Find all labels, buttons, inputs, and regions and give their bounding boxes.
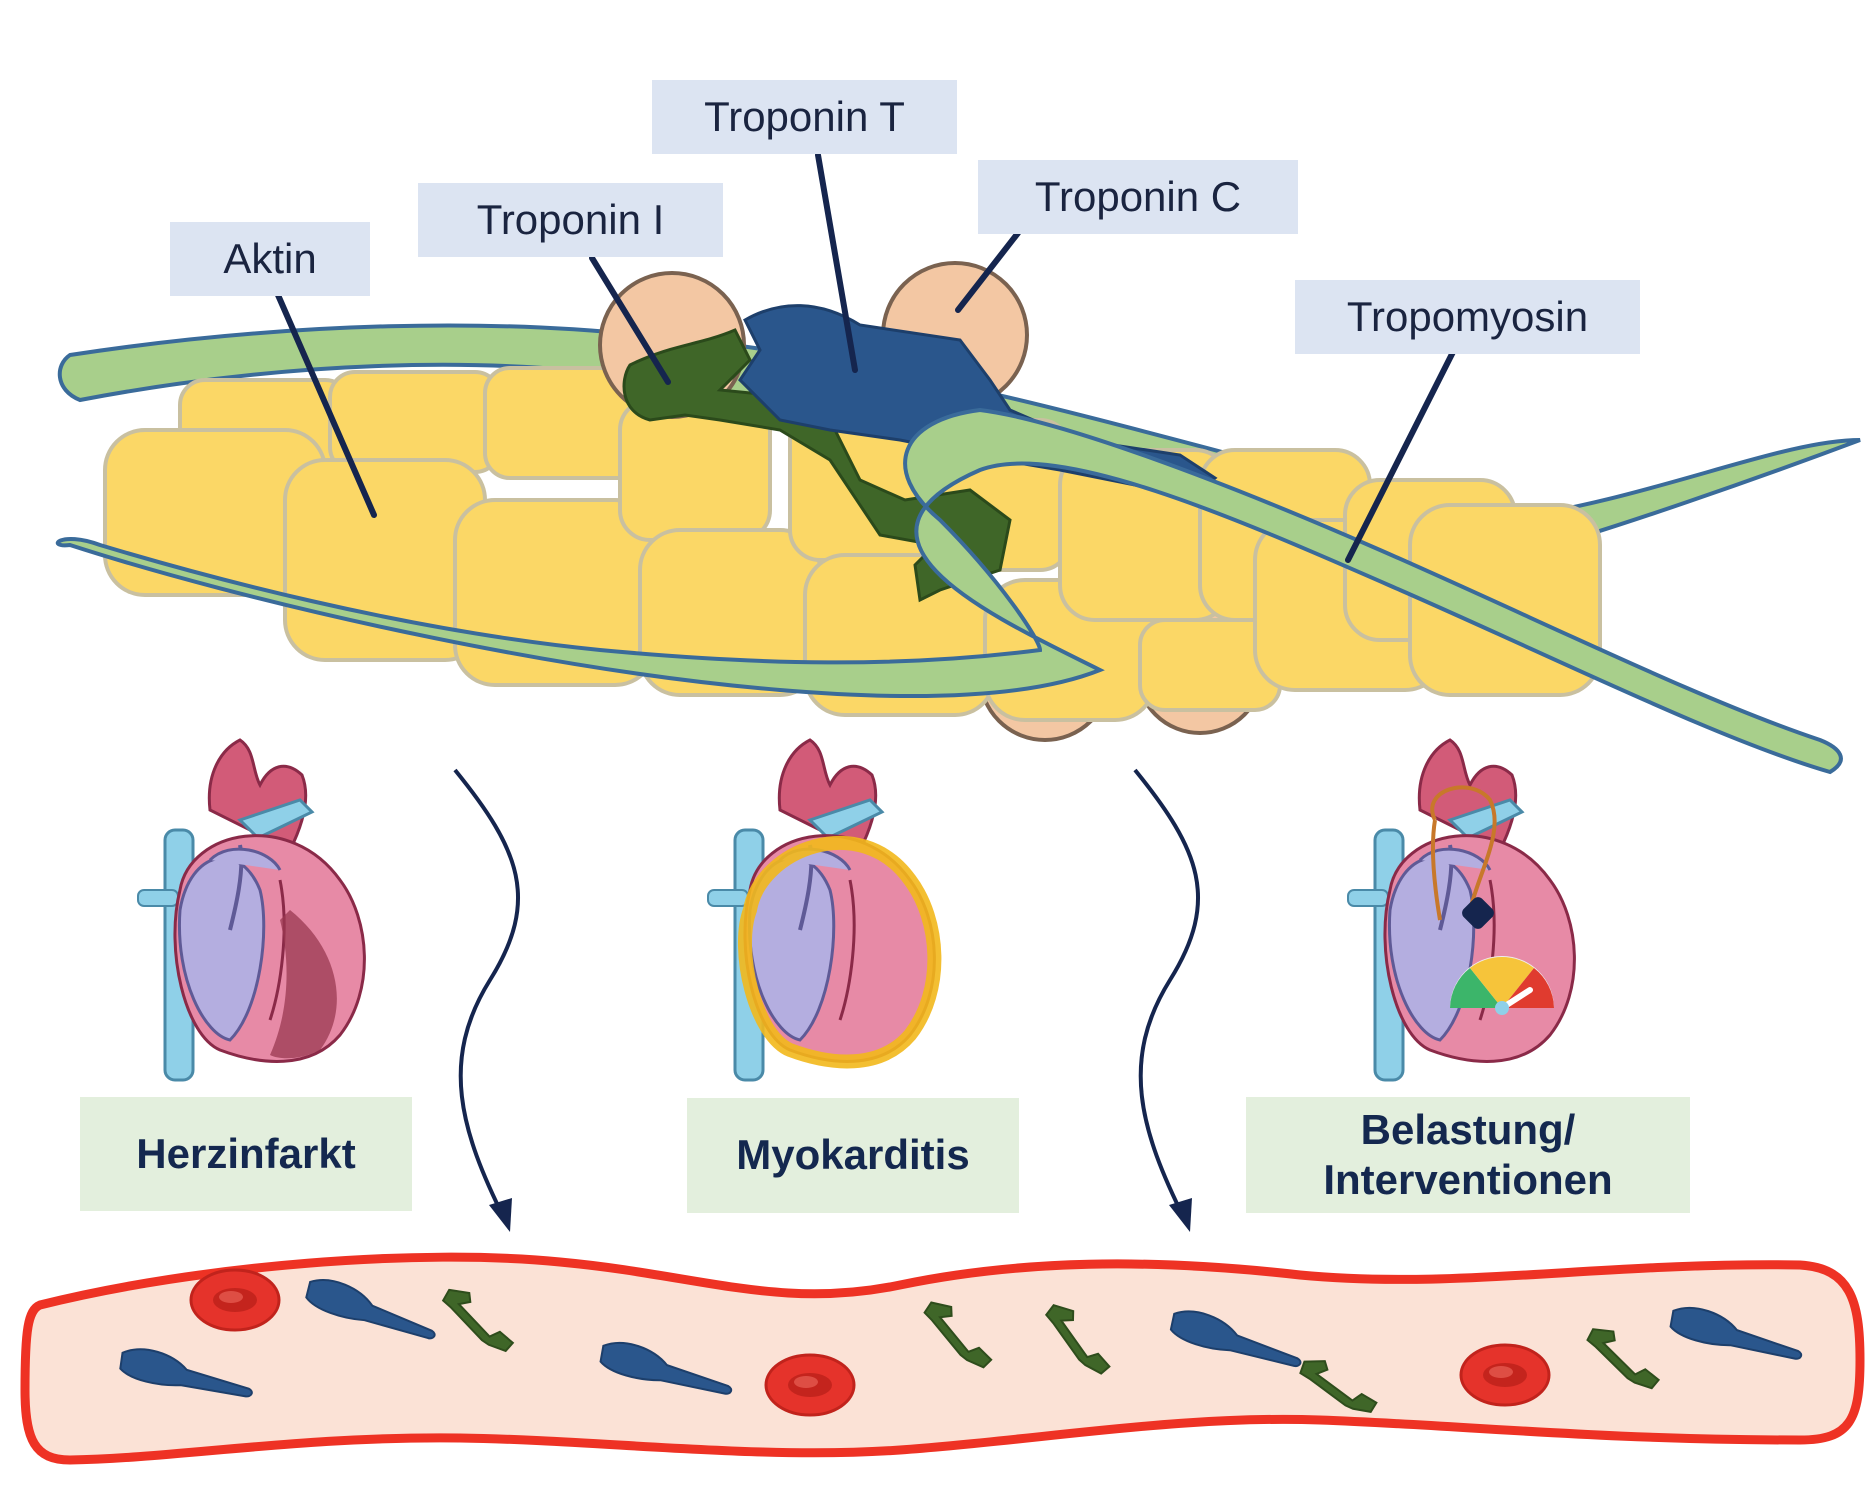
label-troponin-i: Troponin I (418, 183, 723, 257)
condition-belastung-line1: Belastung/ (1360, 1105, 1576, 1153)
condition-belastung: Belastung/ Interventionen (1246, 1097, 1690, 1213)
condition-belastung-line2: Interventionen (1323, 1156, 1613, 1203)
heart-myocarditis-icon (706, 738, 942, 1082)
blood-vessel (20, 1252, 1865, 1465)
arrowhead-right (1169, 1198, 1192, 1232)
heart-infarct-icon (136, 738, 367, 1082)
label-troponin-t: Troponin T (652, 80, 957, 154)
pointer-lines (275, 152, 1456, 563)
arrowhead-left (489, 1198, 512, 1232)
tropomyosin-front-strand (55, 407, 1843, 775)
condition-herzinfarkt-label: Herzinfarkt (136, 1129, 356, 1177)
label-tropomyosin: Tropomyosin (1295, 280, 1640, 354)
condition-myokarditis: Myokarditis (687, 1098, 1019, 1213)
release-arrows (453, 768, 1201, 1221)
condition-herzinfarkt: Herzinfarkt (80, 1097, 412, 1211)
label-troponin-c: Troponin C (978, 160, 1298, 234)
heart-pacemaker-icon (1346, 738, 1577, 1082)
label-aktin: Aktin (170, 222, 370, 296)
condition-myokarditis-label: Myokarditis (736, 1131, 970, 1179)
